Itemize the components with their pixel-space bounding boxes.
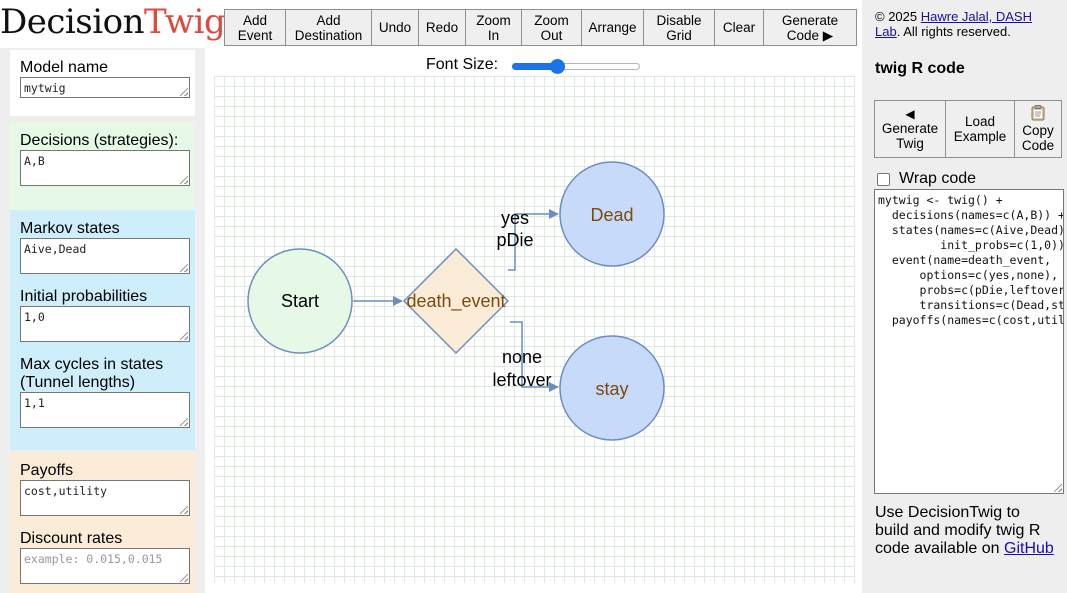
stay-node[interactable] <box>559 335 665 441</box>
event-node[interactable] <box>402 247 510 355</box>
clipboard-icon <box>1031 105 1045 121</box>
model-name-label: Model name <box>20 59 109 76</box>
discount-rates-input[interactable]: example: 0.015,0.015 <box>20 548 190 584</box>
author-link[interactable]: Hawre Jalal, DASH Lab <box>875 9 1032 39</box>
left-arrow-icon: ◀ <box>905 107 915 121</box>
code-panel-title: twig R code <box>875 60 965 77</box>
initial-probabilities-input[interactable]: 1,0 <box>20 306 190 342</box>
decisions-label: Decisions (strategies): <box>20 132 179 149</box>
max-cycles-label: Max cycles in states (Tunnel lengths) <box>20 356 164 391</box>
slider-fill <box>512 63 557 70</box>
add-destination-button[interactable]: Add Destination <box>285 9 372 46</box>
clear-button[interactable]: Clear <box>714 9 764 46</box>
r-code-text: mytwig <- twig() + decisions(names=c(A,B… <box>878 193 1064 327</box>
payoffs-input[interactable]: cost,utility <box>20 480 190 516</box>
wrap-code-label: Wrap code <box>899 170 977 187</box>
zoom-in-button[interactable]: Zoom In <box>465 9 522 46</box>
edge-label-none: none <box>502 347 542 367</box>
max-cycles-input[interactable]: 1,1 <box>20 392 190 428</box>
redo-button[interactable]: Redo <box>418 9 466 46</box>
edge-label-pdie: pDie <box>496 230 533 250</box>
copyright-prefix: © 2025 <box>875 9 921 24</box>
edge-yes-to-dead[interactable] <box>508 209 559 271</box>
toolbar: Add Event Add Destination Undo Redo Zoom… <box>224 9 857 46</box>
generate-twig-button[interactable]: ◀ Generate Twig <box>874 100 946 158</box>
add-event-button[interactable]: Add Event <box>224 9 286 46</box>
logo-text-twig: Twig <box>144 2 226 42</box>
discount-rates-label: Discount rates <box>20 530 123 547</box>
copyright-notice: © 2025 Hawre Jalal, DASH Lab. All rights… <box>875 9 1060 39</box>
edge-label-leftover: leftover <box>492 370 551 390</box>
r-code-textarea[interactable]: mytwig <- twig() + decisions(names=c(A,B… <box>874 189 1064 494</box>
logo-text-decision: Decision <box>0 2 145 42</box>
load-example-button[interactable]: Load Example <box>945 100 1015 158</box>
dead-node-label: Dead <box>590 205 633 225</box>
decision-tree-diagram[interactable]: Start death_event Dead stay yes pDie non… <box>214 76 855 583</box>
markov-states-label: Markov states <box>20 220 120 237</box>
zoom-out-button[interactable]: Zoom Out <box>521 9 582 46</box>
font-size-label: Font Size: <box>426 56 499 73</box>
decisions-input[interactable]: A,B <box>20 150 190 186</box>
copy-code-label: Copy Code <box>1021 123 1055 153</box>
generate-code-button[interactable]: Generate Code ▶ <box>763 9 857 46</box>
copy-code-button[interactable]: Copy Code <box>1014 100 1062 158</box>
undo-button[interactable]: Undo <box>371 9 419 46</box>
font-size-slider[interactable] <box>512 59 640 74</box>
dead-node[interactable] <box>559 161 665 267</box>
edge-none-to-stay[interactable] <box>510 321 559 392</box>
disable-grid-button[interactable]: Disable Grid <box>643 9 715 46</box>
github-link[interactable]: GitHub <box>1004 540 1054 557</box>
arrange-button[interactable]: Arrange <box>581 9 644 46</box>
generate-twig-label: Generate Twig <box>881 121 939 151</box>
initial-probabilities-label: Initial probabilities <box>20 288 148 305</box>
start-node[interactable] <box>247 248 353 354</box>
event-node-label: death_event <box>406 291 505 312</box>
app-logo: DecisionTwig <box>0 2 226 42</box>
info-note: Use DecisionTwig to build and modify twi… <box>875 504 1055 558</box>
stay-node-label: stay <box>595 379 628 399</box>
info-note-text: Use DecisionTwig to build and modify twi… <box>875 504 1041 557</box>
load-example-label: Load Example <box>953 114 1007 144</box>
wrap-code-checkbox[interactable] <box>877 172 890 186</box>
diagram-grid[interactable] <box>214 76 855 583</box>
markov-states-input[interactable]: Aive,Dead <box>20 238 190 274</box>
slider-thumb[interactable] <box>549 59 565 74</box>
start-node-label: Start <box>281 291 319 311</box>
payoffs-label: Payoffs <box>20 462 74 479</box>
wrap-code-option[interactable]: Wrap code <box>877 170 976 188</box>
copyright-suffix: . All rights reserved. <box>896 24 1011 39</box>
model-name-input[interactable]: mytwig <box>20 77 190 98</box>
edge-label-yes: yes <box>501 208 529 228</box>
